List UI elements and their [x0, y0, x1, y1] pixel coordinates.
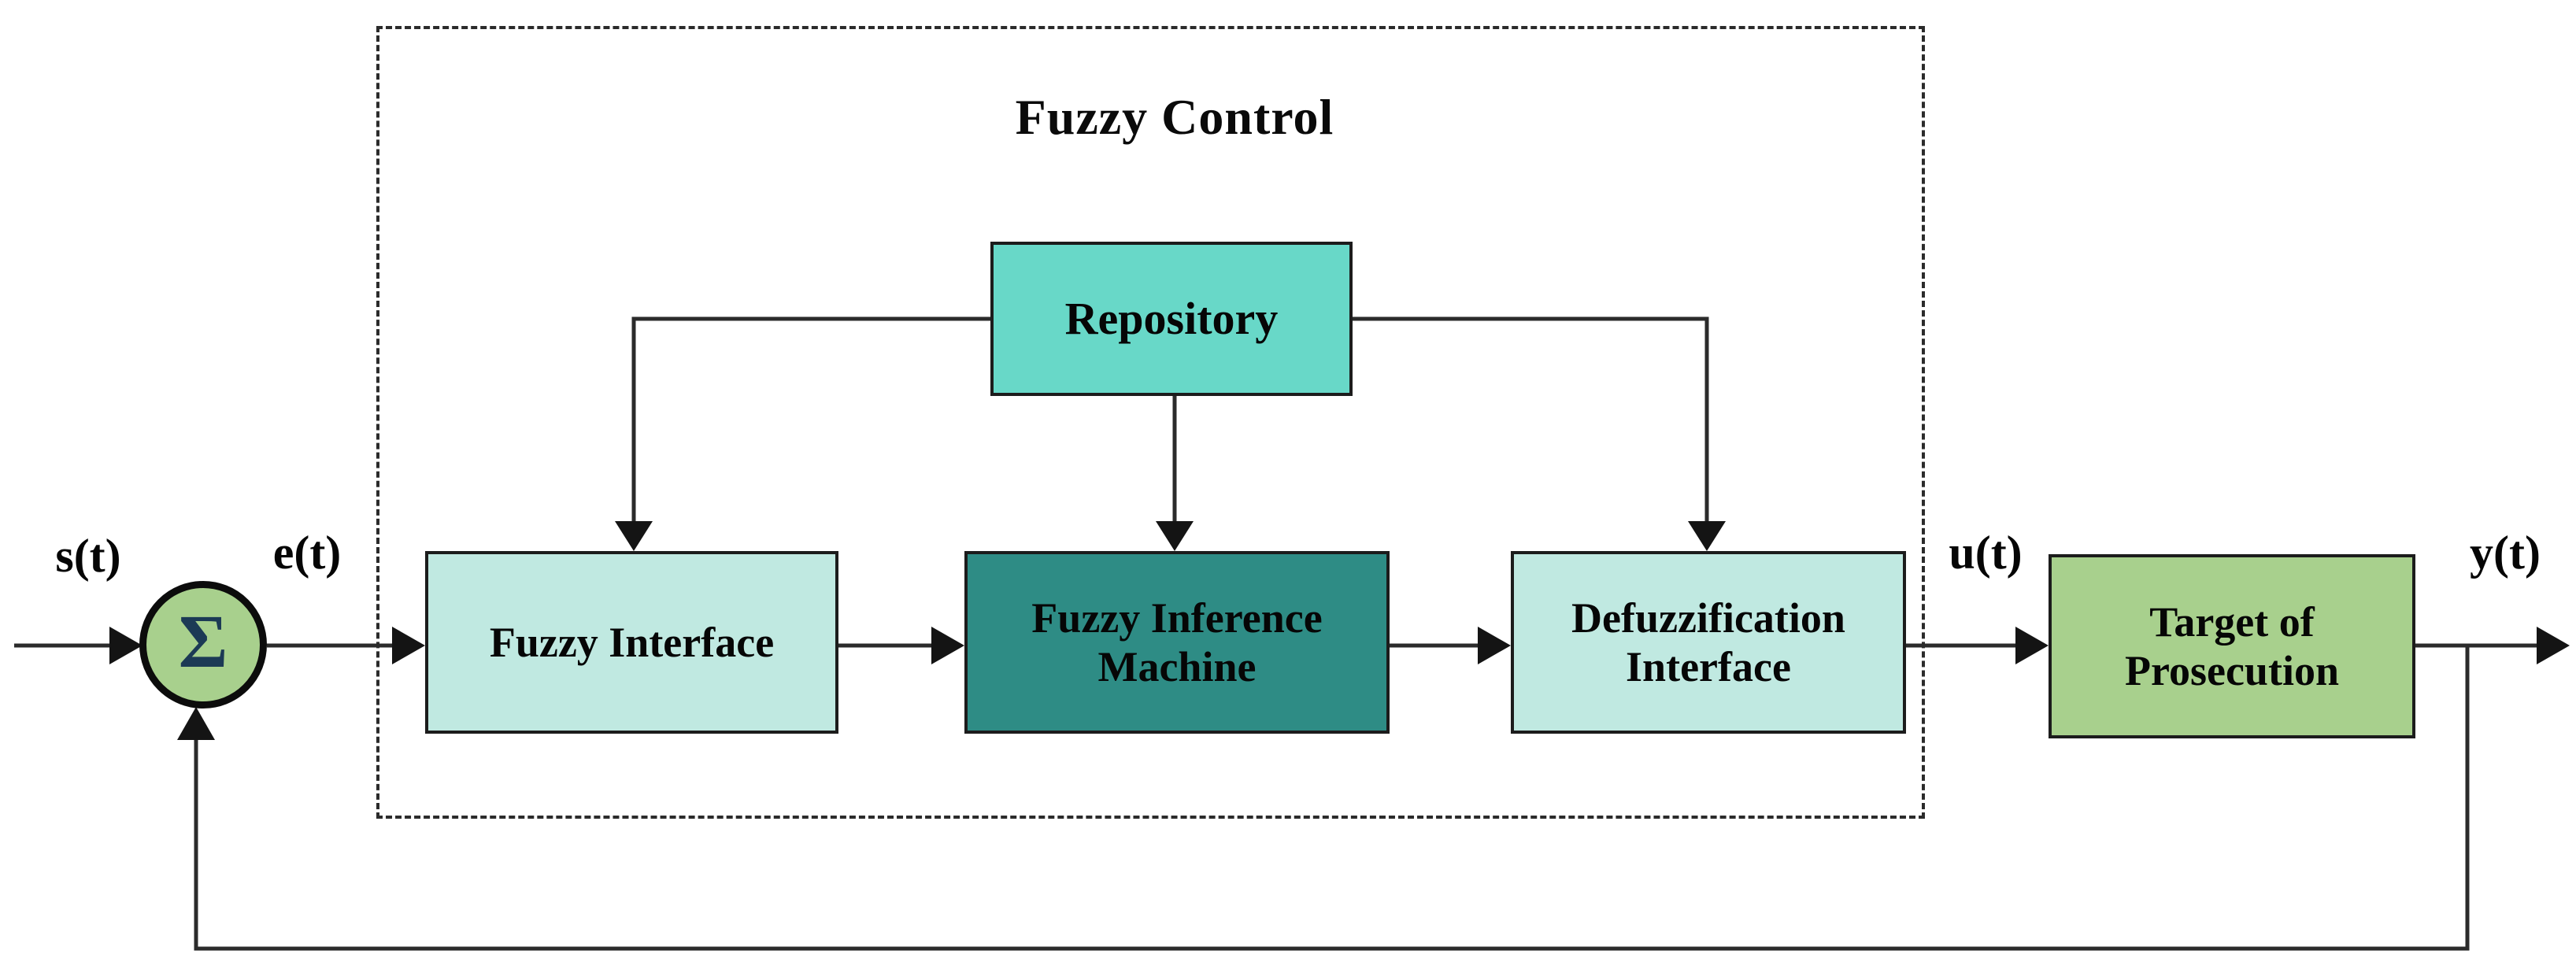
summation-junction: Σ: [139, 581, 267, 708]
block-repository: Repository: [990, 242, 1353, 396]
signal-label-e: e(t): [272, 527, 342, 579]
block-fuzzy-interface-label: Fuzzy Interface: [489, 619, 775, 666]
arrowhead-repo-to-fim: [1156, 521, 1194, 551]
arrowhead-output: [2537, 627, 2570, 664]
arrowhead-feedback: [177, 707, 215, 740]
arrowhead-control: [2015, 627, 2049, 664]
arrowhead-input: [109, 627, 142, 664]
arrowhead-error: [392, 627, 425, 664]
wire-feedback: [194, 646, 2470, 951]
block-defuzzification-interface: Defuzzification Interface: [1511, 551, 1906, 734]
sigma-symbol: Σ: [178, 599, 228, 683]
arrowhead-fi-to-fim: [931, 627, 964, 664]
block-fuzzy-inference-machine: Fuzzy Inference Machine: [964, 551, 1390, 734]
block-defuzzification-interface-label: Defuzzification Interface: [1571, 594, 1845, 690]
arrowhead-repo-to-fi: [615, 521, 653, 551]
block-fuzzy-inference-machine-label: Fuzzy Inference Machine: [1031, 594, 1323, 690]
block-fuzzy-interface: Fuzzy Interface: [425, 551, 838, 734]
wire-repo-to-defuzz: [1353, 316, 1709, 524]
fuzzy-control-boundary: [376, 26, 1925, 819]
signal-label-s: s(t): [55, 530, 121, 582]
block-target-of-prosecution-label: Target of Prosecution: [2125, 598, 2339, 694]
arrowhead-fim-to-defuzz: [1478, 627, 1511, 664]
block-repository-label: Repository: [1064, 293, 1279, 344]
diagram-title: Fuzzy Control: [1015, 89, 1334, 145]
wire-repo-to-fi: [631, 316, 990, 524]
arrowhead-repo-to-defuzz: [1688, 521, 1726, 551]
block-target-of-prosecution: Target of Prosecution: [2049, 554, 2415, 738]
signal-label-u: u(t): [1949, 527, 2023, 579]
signal-label-y: y(t): [2470, 527, 2541, 579]
